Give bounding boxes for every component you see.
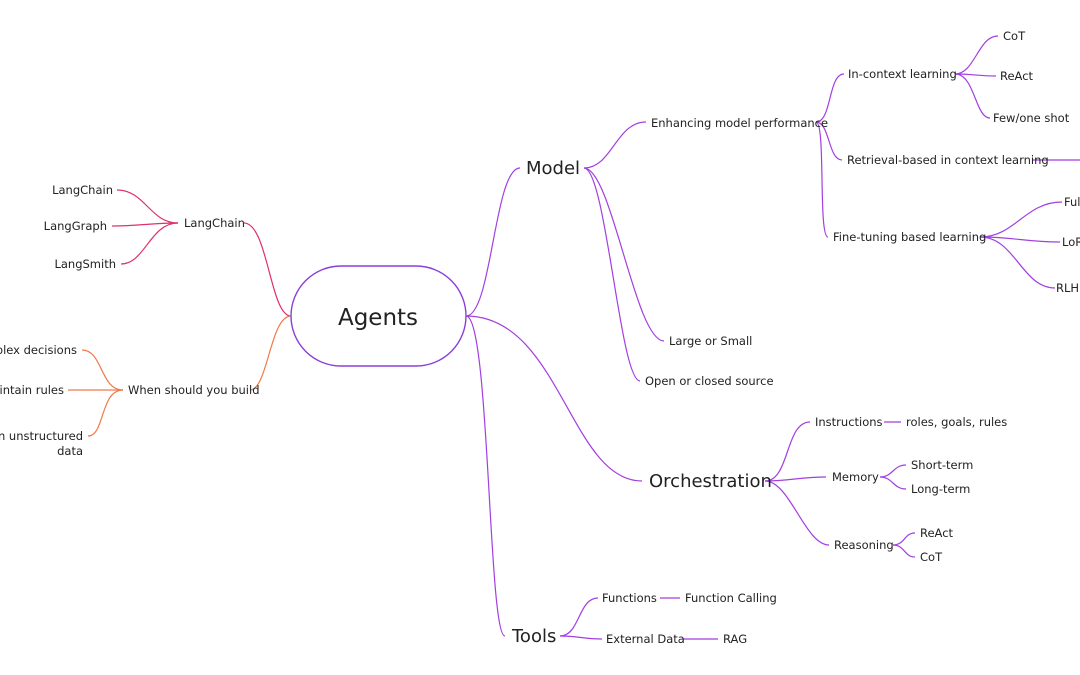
edge-langchain-1 xyxy=(116,189,179,224)
reasoning-label[interactable]: Reasoning xyxy=(834,538,894,552)
instructions-detail[interactable]: roles, goals, rules xyxy=(906,415,1007,429)
when-label[interactable]: When should you build xyxy=(128,383,260,397)
in-context-item-cot[interactable]: CoT xyxy=(1003,29,1026,43)
functions-detail[interactable]: Function Calling xyxy=(685,591,777,605)
edges-orchestration xyxy=(465,315,916,558)
edge-orch-reasoning xyxy=(764,480,830,546)
edges-when xyxy=(68,315,292,437)
external-data-detail[interactable]: RAG xyxy=(723,632,747,646)
edge-memory-short xyxy=(879,464,907,478)
external-data-label[interactable]: External Data xyxy=(606,632,685,646)
langchain-item-langgraph[interactable]: LangGraph xyxy=(44,219,107,233)
tools-branch: Tools Functions Function Calling Externa… xyxy=(511,591,777,647)
root-node[interactable] xyxy=(290,265,467,367)
edge-root-when xyxy=(249,315,292,391)
root-label: Agents xyxy=(338,305,418,331)
edge-root-langchain xyxy=(243,222,292,317)
edge-orch-memory xyxy=(764,476,827,482)
in-context-item-fewshot[interactable]: Few/one shot xyxy=(993,111,1070,125)
edge-tools-functions xyxy=(559,597,599,637)
tools-label[interactable]: Tools xyxy=(511,626,556,647)
when-item-data: data xyxy=(57,444,83,458)
when-item-unstructured[interactable]: on unstructured xyxy=(0,429,83,443)
edge-enhancing-incontext xyxy=(815,73,845,123)
edge-root-model xyxy=(465,167,521,317)
reasoning-item-react[interactable]: ReAct xyxy=(920,526,954,540)
enhancing-label[interactable]: Enhancing model performance xyxy=(651,116,828,130)
edge-orch-instructions xyxy=(764,421,811,482)
edge-finetuning-ful xyxy=(979,201,1063,238)
instructions-label[interactable]: Instructions xyxy=(815,415,883,429)
langchain-label[interactable]: LangChain xyxy=(184,216,245,230)
edge-finetuning-lor xyxy=(979,236,1061,243)
functions-label[interactable]: Functions xyxy=(602,591,657,605)
edge-incontext-fewshot xyxy=(954,73,991,119)
edge-enhancing-finetuning xyxy=(815,121,829,238)
fine-tuning-label[interactable]: Fine-tuning based learning xyxy=(833,230,986,244)
edge-when-1 xyxy=(81,349,124,391)
retrieval-label[interactable]: Retrieval-based in context learning xyxy=(847,153,1049,167)
when-branch: When should you build mplex decisions ai… xyxy=(0,343,260,458)
edge-incontext-react xyxy=(954,73,997,77)
orchestration-label[interactable]: Orchestration xyxy=(649,471,772,492)
edge-tools-external xyxy=(559,635,603,640)
edges-tools xyxy=(465,315,718,640)
edge-root-orchestration xyxy=(465,315,643,482)
model-branch: Model Enhancing model performance In-con… xyxy=(526,29,1080,388)
in-context-item-react[interactable]: ReAct xyxy=(1000,69,1034,83)
fine-tuning-item-ful[interactable]: Ful xyxy=(1064,195,1080,209)
edge-reasoning-react xyxy=(892,532,916,546)
memory-item-short[interactable]: Short-term xyxy=(911,458,973,472)
model-size-label[interactable]: Large or Small xyxy=(669,334,752,348)
langchain-item-langchain[interactable]: LangChain xyxy=(52,183,113,197)
edge-model-enhancing xyxy=(583,121,647,169)
edge-enhancing-retrieval xyxy=(815,121,843,161)
edge-model-source xyxy=(583,167,641,382)
memory-label[interactable]: Memory xyxy=(832,470,879,484)
when-item-rules[interactable]: aintain rules xyxy=(0,383,64,397)
edge-finetuning-rlhf xyxy=(979,236,1056,289)
fine-tuning-item-rlhf[interactable]: RLHF xyxy=(1056,281,1080,295)
edges-langchain xyxy=(111,189,292,317)
edge-when-3 xyxy=(87,389,124,437)
langchain-branch: LangChain LangChain LangGraph LangSmith xyxy=(44,183,245,271)
edge-memory-long xyxy=(879,476,907,490)
edge-langchain-2 xyxy=(111,222,179,227)
edge-reasoning-cot xyxy=(892,544,916,558)
edge-model-size xyxy=(583,167,665,342)
fine-tuning-item-lor[interactable]: LoR xyxy=(1062,235,1080,249)
edge-langchain-3 xyxy=(120,222,179,265)
edge-root-tools xyxy=(465,315,506,637)
edges-model xyxy=(465,35,1080,382)
model-source-label[interactable]: Open or closed source xyxy=(645,374,774,388)
edge-incontext-cot xyxy=(954,35,999,75)
in-context-label[interactable]: In-context learning xyxy=(848,67,957,81)
orchestration-branch: Orchestration Instructions roles, goals,… xyxy=(649,415,1007,564)
when-item-decisions[interactable]: mplex decisions xyxy=(0,343,77,357)
langchain-item-langsmith[interactable]: LangSmith xyxy=(54,257,116,271)
reasoning-item-cot[interactable]: CoT xyxy=(920,550,943,564)
memory-item-long[interactable]: Long-term xyxy=(911,482,970,496)
model-label[interactable]: Model xyxy=(526,158,580,179)
